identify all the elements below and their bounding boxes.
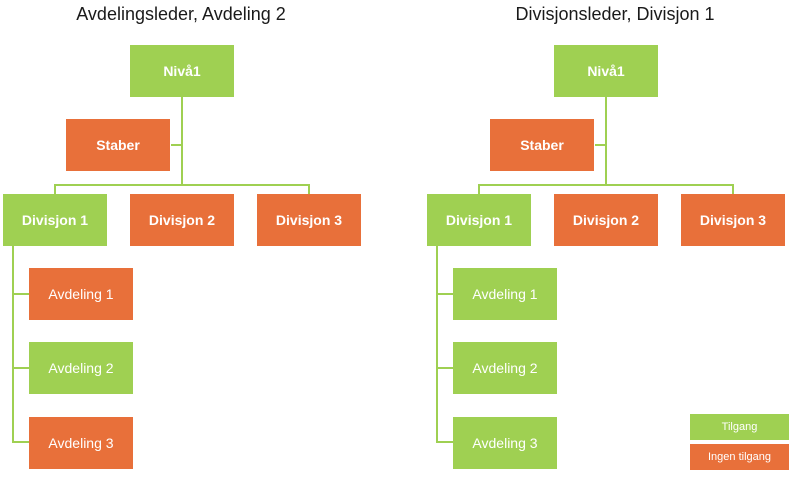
node-staber: Staber: [66, 119, 170, 171]
node-divisjon-3: Divisjon 3: [681, 194, 785, 246]
connector-line: [478, 184, 734, 186]
connector-line: [478, 184, 480, 195]
node-divisjon-2: Divisjon 2: [554, 194, 658, 246]
connector-line: [12, 244, 14, 443]
node-niva1: Nivå1: [554, 45, 658, 97]
connector-line: [436, 367, 454, 369]
connector-line: [436, 244, 438, 443]
node-avdeling-3: Avdeling 3: [453, 417, 557, 469]
legend-ingen-tilgang: Ingen tilgang: [690, 444, 789, 470]
node-divisjon-3: Divisjon 3: [257, 194, 361, 246]
connector-line: [436, 441, 454, 443]
connector-line: [12, 441, 30, 443]
node-avdeling-1: Avdeling 1: [453, 268, 557, 320]
node-divisjon-2: Divisjon 2: [130, 194, 234, 246]
connector-line: [732, 184, 734, 195]
node-avdeling-2: Avdeling 2: [453, 342, 557, 394]
connector-line: [308, 184, 310, 195]
node-avdeling-2: Avdeling 2: [29, 342, 133, 394]
connector-line: [12, 367, 30, 369]
chart-title: Divisjonsleder, Divisjon 1: [515, 4, 715, 24]
node-staber: Staber: [490, 119, 594, 171]
chart-title: Avdelingsleder, Avdeling 2: [76, 4, 286, 24]
connector-line: [436, 293, 454, 295]
node-avdeling-1: Avdeling 1: [29, 268, 133, 320]
node-divisjon-1: Divisjon 1: [427, 194, 531, 246]
connector-line: [54, 184, 56, 195]
connector-line: [595, 144, 607, 146]
node-avdeling-3: Avdeling 3: [29, 417, 133, 469]
connector-line: [181, 96, 183, 186]
connector-line: [605, 96, 607, 186]
connector-line: [171, 144, 183, 146]
node-divisjon-1: Divisjon 1: [3, 194, 107, 246]
connector-line: [12, 293, 30, 295]
connector-line: [54, 184, 310, 186]
legend-tilgang: Tilgang: [690, 414, 789, 440]
node-niva1: Nivå1: [130, 45, 234, 97]
